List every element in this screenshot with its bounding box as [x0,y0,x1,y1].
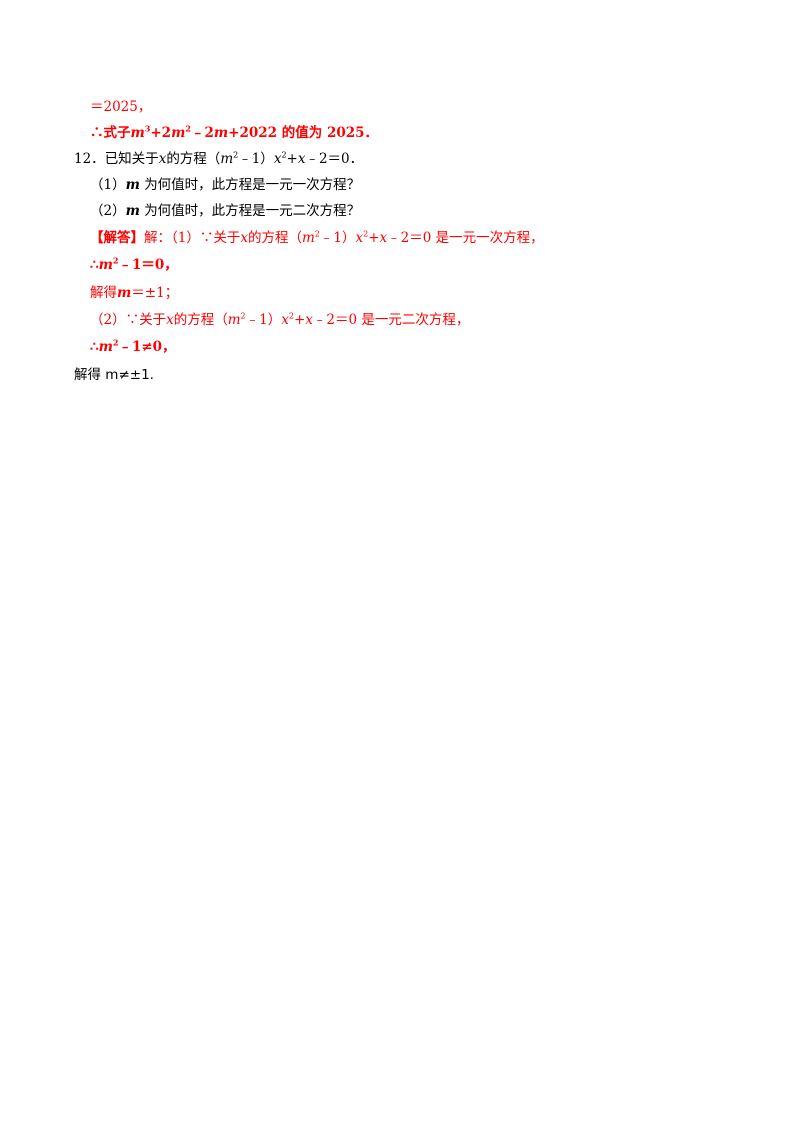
prev-answer-line-1: ＝2025， [90,99,152,115]
solution-line-5: ∴m2﹣1≠0， [90,337,176,356]
solution-line-4: （2）∵关于x的方程（m2﹣1）x2+x﹣2＝0 是一元二次方程， [90,311,470,328]
question-12-stem: 12．已知关于x的方程（m2﹣1）x2+x﹣2＝0． [74,150,364,167]
solution-line-2: ∴m2﹣1＝0， [90,255,178,274]
question-number: 12． [74,151,105,167]
solution-tag: 【解答】 [90,230,144,246]
question-12-part-2: （2）m 为何值时，此方程是一元二次方程？ [90,203,361,219]
question-12-part-1: （1）m 为何值时，此方程是一元一次方程？ [90,177,361,193]
solution-final-line: 解得 m≠±1. [74,367,154,383]
solution-line-1: 【解答】解：（1）∵关于x的方程（m2﹣1）x2+x﹣2＝0 是一元一次方程， [90,229,544,246]
prev-answer-line-2: ∴式子m3+2m2﹣2m+2022 的值为 2025． [90,123,379,142]
solution-line-3: 解得m＝±1； [90,285,179,301]
